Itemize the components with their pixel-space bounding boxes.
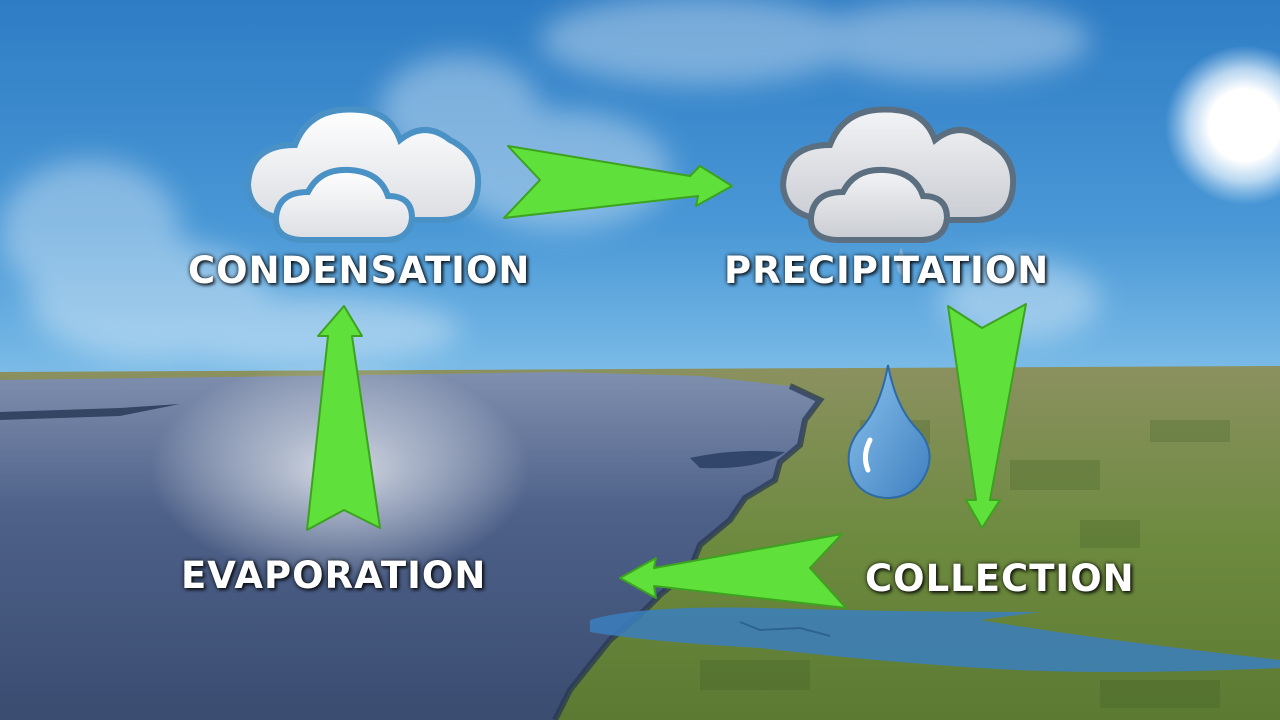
land-texture [700,420,1230,708]
inlet [690,450,785,469]
cycle-arrows [306,145,1027,609]
shoreline [552,383,825,720]
label-condensation: CONDENSATION [188,249,531,292]
arrow-precipitation-to-collection [947,303,1027,529]
sun-icon [1165,45,1280,205]
label-collection: COLLECTION [865,557,1135,600]
arrow-condensation-to-precipitation [503,145,733,219]
cloud-icon [244,106,482,243]
arrow-collection-to-evaporation [619,533,847,609]
background-clouds [0,0,1100,365]
raindrop-icon [847,364,931,500]
label-evaporation: EVAPORATION [181,554,487,597]
collection-river [590,607,1280,672]
rain-cloud-icon [779,106,1017,276]
sandbar [0,404,180,420]
arrow-evaporation-to-condensation [306,305,381,531]
label-precipitation: PRECIPITATION [724,249,1050,292]
